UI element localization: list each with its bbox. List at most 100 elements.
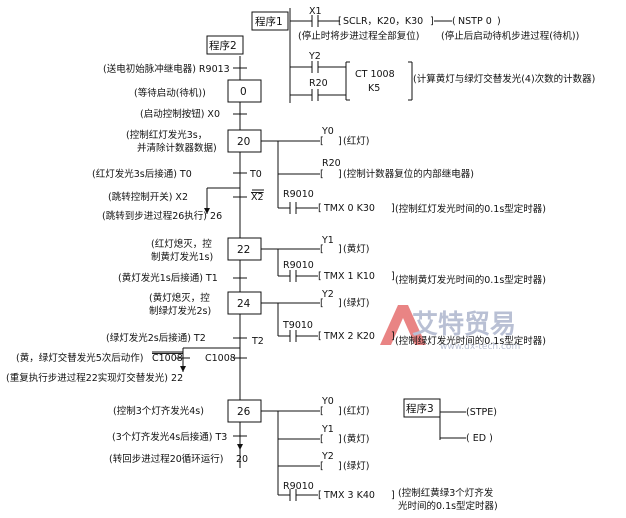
step-22-number: 22 [237, 244, 250, 256]
contact-r9010-1: R9010 [283, 189, 314, 200]
transition-c1008-bar: C1008 [152, 353, 183, 364]
svg-text:]: ] [391, 331, 395, 342]
counter-ct1008: CT 1008 [355, 69, 395, 80]
output-y1-label: Y1 [321, 235, 334, 246]
step-0-desc: (等待启动(待机)) [134, 87, 206, 99]
timer-tmx1: TMX 1 K10 [323, 271, 375, 282]
output-s26-y1-label: Y1 [321, 424, 334, 435]
output-y2-note: (绿灯) [343, 297, 369, 309]
svg-text:]: ] [338, 136, 342, 147]
transition-r9013: (送电初始脉冲继电器) R9013 [103, 63, 230, 75]
svg-text:(: ( [452, 16, 456, 27]
output-s26-y0-note: (红灯) [343, 405, 369, 417]
watermark: 艾特贸易 www.dx-tech.com [380, 305, 520, 352]
output-r20-note: (控制计数器复位的内部继电器) [343, 168, 474, 180]
transition-t1: (黄灯发光1s后接通) T1 [118, 272, 218, 284]
svg-text:): ) [497, 16, 501, 27]
transition-t3: (3个灯齐发光4s后接通) T3 [112, 431, 227, 443]
svg-text:[: [ [320, 244, 324, 255]
timer-tmx2: TMX 2 K20 [323, 331, 375, 342]
timer-tmx1-note: (控制黄灯发光时间的0.1s型定时器) [395, 274, 546, 286]
step-24-number: 24 [237, 298, 251, 310]
watermark-logo-icon [380, 305, 426, 345]
instruction-stpe: (STPE) [466, 407, 497, 418]
transition-x0: (启动控制按钮) X0 [140, 108, 220, 120]
svg-text:]: ] [338, 406, 342, 417]
output-s26-y0-label: Y0 [321, 396, 334, 407]
program2-label-box [206, 35, 244, 55]
step-26-number: 26 [237, 406, 251, 418]
step-26-desc: (控制3个灯齐发光4s) [113, 405, 204, 417]
svg-text:]: ] [338, 461, 342, 472]
svg-text:[: [ [318, 331, 322, 342]
watermark-url: www.dx-tech.com [440, 342, 520, 352]
svg-text:]: ] [338, 298, 342, 309]
step-0 [227, 79, 262, 103]
program1-label-box [251, 11, 289, 31]
counter-k5: K5 [368, 83, 380, 94]
output-s26-y1-note: (黄灯) [343, 433, 369, 445]
step-22-desc-2: 制黄灯发光1s) [151, 251, 213, 263]
program3: 程序3 (STPE) ( ED ) [403, 398, 497, 444]
timer-tmx0: TMX 0 K30 [323, 203, 375, 214]
transition-x2-bar: X2 [251, 192, 264, 203]
jump-to-26: (跳转到步进过程26执行) 26 [102, 210, 222, 222]
program3-label: 程序3 [406, 402, 434, 415]
sclr-args: SCLR，K20，K30 [343, 16, 423, 27]
step-22-desc-1: (红灯熄灭，控 [151, 238, 212, 250]
output-y1-note: (黄灯) [343, 243, 369, 255]
contact-x1-label: X1 [309, 6, 322, 17]
program1: 程序1 X1 [ SCLR，K20，K30 ] ( NSTP 0 ) (停止时将… [251, 6, 595, 103]
svg-text:]: ] [430, 16, 434, 27]
svg-text:]: ] [338, 244, 342, 255]
contact-r9010-2: R9010 [283, 260, 314, 271]
transition-c1008-desc: (黄，绿灯交替发光5次后动作) [16, 352, 143, 364]
svg-text:]: ] [338, 169, 342, 180]
step-20-desc-2: 并清除计数器数据) [137, 142, 217, 154]
back-to-step-20: (转回步进过程20循环运行) [109, 453, 224, 465]
transition-t2: (绿灯发光2s后接通) T2 [106, 332, 206, 344]
output-y2-label: Y2 [321, 289, 334, 300]
timer-tmx2-note: (控制绿灯发光时间的0.1s型定时器) [395, 335, 546, 347]
svg-text:[: [ [318, 490, 322, 501]
contact-t9010: T9010 [282, 320, 313, 331]
output-y0-label: Y0 [321, 126, 334, 137]
svg-text:]: ] [391, 203, 395, 214]
transition-t2-axis: T2 [251, 336, 264, 347]
transition-t0: (红灯发光3s后接通) T0 [92, 168, 192, 180]
output-s26-y2-label: Y2 [321, 451, 334, 462]
svg-text:[: [ [320, 461, 324, 472]
output-s26-y2-note: (绿灯) [343, 460, 369, 472]
svg-text:[: [ [318, 271, 322, 282]
step-24-desc-1: (黄灯熄灭，控 [149, 292, 210, 304]
instruction-ed: ( ED ) [466, 433, 493, 444]
step-0-number: 0 [240, 86, 247, 98]
svg-text:[: [ [320, 169, 324, 180]
output-y0-note: (红灯) [343, 135, 369, 147]
svg-text:]: ] [391, 271, 395, 282]
svg-text:[: [ [320, 406, 324, 417]
svg-text:]: ] [338, 434, 342, 445]
watermark-text: 艾特贸易 [412, 309, 516, 340]
repeat-step-22: (重复执行步进过程22实现灯交替发光) 22 [6, 372, 183, 384]
program1-label: 程序1 [255, 15, 283, 28]
contact-y2-label: Y2 [308, 51, 321, 62]
transition-t0-axis: T0 [249, 169, 262, 180]
svg-text:]: ] [391, 490, 395, 501]
timer-tmx3: TMX 3 K40 [323, 490, 375, 501]
svg-text:[: [ [318, 203, 322, 214]
step-24-desc-2: 制绿灯发光2s) [149, 305, 211, 317]
step-20-number: 20 [237, 136, 250, 148]
svg-text:[: [ [320, 434, 324, 445]
note-standby: (停止后启动待机步进过程(待机)) [441, 30, 579, 42]
timer-tmx0-note: (控制红灯发光时间的0.1s型定时器) [395, 203, 546, 215]
contact-r20-label: R20 [309, 78, 328, 89]
transition-c1008-axis: C1008 [205, 353, 236, 364]
svg-text:[: [ [320, 298, 324, 309]
transition-x2: (跳转控制开关) X2 [108, 191, 188, 203]
contact-r9010-3: R9010 [283, 481, 314, 492]
counter-note: (计算黄灯与绿灯交替发光(4)次数的计数器) [413, 73, 595, 85]
program2: 程序2 (送电初始脉冲继电器) R9013 0 (等待启动(待机)) (启动控制… [6, 35, 546, 512]
step-20-desc-1: (控制红灯发光3s， [126, 129, 207, 141]
